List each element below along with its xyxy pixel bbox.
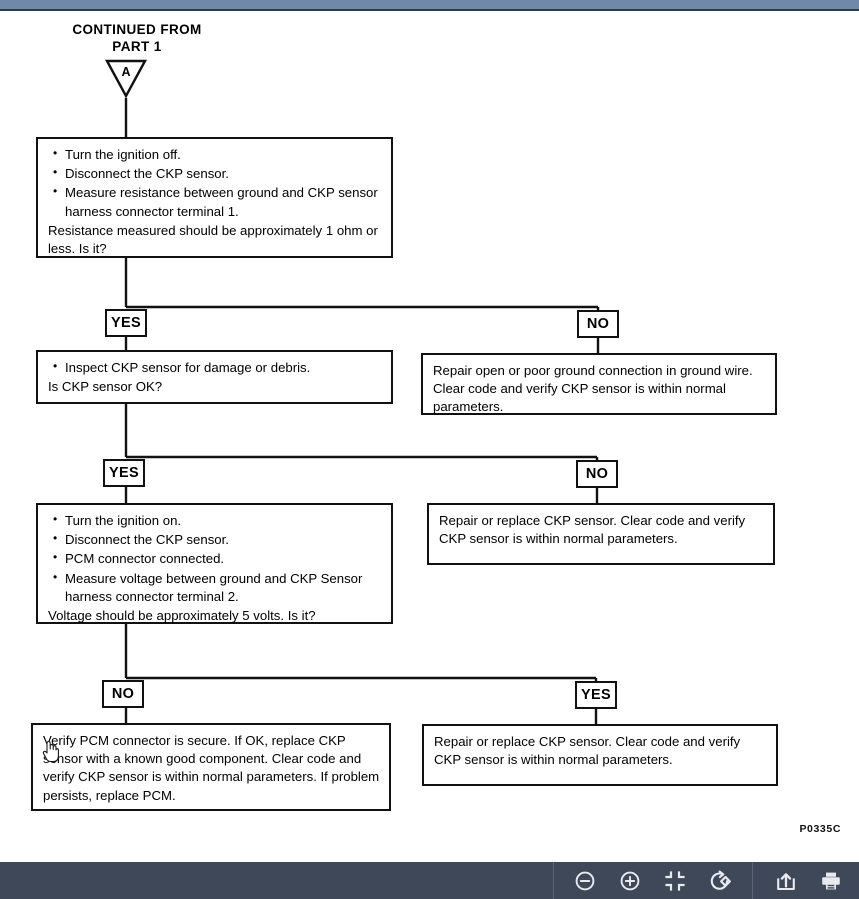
node-step1-no: Repair open or poor ground connection in… — [421, 353, 777, 415]
branch-label-no-3: NO — [102, 680, 144, 708]
list-item: PCM connector connected. — [53, 549, 382, 568]
node-step2-tail: Is CKP sensor OK? — [48, 379, 163, 395]
viewer-toolbar — [0, 862, 859, 899]
node-step3-no-text: Verify PCM connector is secure. If OK, r… — [43, 733, 380, 803]
zoom-in-button[interactable] — [607, 862, 652, 899]
branch-label-yes-3: YES — [575, 681, 617, 709]
toolbar-divider — [752, 862, 753, 899]
node-step2: Inspect CKP sensor for damage or debris.… — [36, 350, 393, 404]
triangle-connector-icon — [104, 59, 148, 99]
list-item: Disconnect the CKP sensor. — [53, 164, 382, 183]
branch-label-no-1: NO — [577, 310, 619, 338]
connector-a: A — [104, 58, 148, 99]
node-step1: Turn the ignition off. Disconnect the CK… — [36, 137, 393, 258]
branch-label-yes-1: YES — [105, 309, 147, 337]
branch-label-yes-2: YES — [103, 459, 145, 487]
node-step3-tail: Voltage should be approximately 5 volts.… — [48, 608, 316, 624]
fit-screen-button[interactable] — [652, 862, 697, 899]
node-step3-yes: Repair or replace CKP sensor. Clear code… — [422, 724, 778, 786]
toolbar-group-view — [562, 862, 742, 899]
node-step1-bullets: Turn the ignition off. Disconnect the CK… — [48, 145, 382, 221]
node-step1-tail: Resistance measured should be approximat… — [48, 222, 378, 257]
node-step2-no: Repair or replace CKP sensor. Clear code… — [427, 503, 775, 565]
top-accent-bar — [0, 0, 859, 11]
print-button[interactable] — [808, 862, 853, 899]
node-step3-yes-text: Repair or replace CKP sensor. Clear code… — [434, 734, 741, 768]
zoom-out-icon — [575, 871, 594, 890]
list-item: Turn the ignition on. — [53, 511, 382, 530]
toolbar-divider — [553, 862, 554, 899]
share-export-button[interactable] — [763, 862, 808, 899]
list-item: Measure resistance between ground and CK… — [53, 183, 382, 220]
list-item: Inspect CKP sensor for damage or debris. — [53, 358, 382, 377]
node-step3: Turn the ignition on. Disconnect the CKP… — [36, 503, 393, 624]
node-step3-bullets: Turn the ignition on. Disconnect the CKP… — [48, 511, 382, 606]
zoom-out-button[interactable] — [562, 862, 607, 899]
connector-letter: A — [121, 65, 131, 79]
share-export-icon — [776, 872, 795, 890]
node-step2-no-text: Repair or replace CKP sensor. Clear code… — [439, 513, 746, 547]
list-item: Measure voltage between ground and CKP S… — [53, 569, 382, 606]
rotate-icon — [710, 870, 731, 890]
rotate-button[interactable] — [697, 862, 742, 899]
zoom-in-icon — [620, 871, 639, 890]
list-item: Turn the ignition off. — [53, 145, 382, 164]
continued-line-2: PART 1 — [112, 38, 162, 54]
figure-code-label: P0335C — [799, 823, 841, 835]
print-icon — [821, 872, 840, 889]
branch-label-no-2: NO — [576, 460, 618, 488]
node-step2-bullets: Inspect CKP sensor for damage or debris. — [48, 358, 382, 377]
node-step1-no-text: Repair open or poor ground connection in… — [433, 363, 753, 415]
fit-screen-icon — [664, 870, 685, 891]
flowchart-canvas: CONTINUED FROM PART 1 A Turn the ignitio… — [0, 11, 859, 862]
list-item: Disconnect the CKP sensor. — [53, 530, 382, 549]
continued-line-1: CONTINUED FROM — [72, 22, 202, 37]
node-step3-no: Verify PCM connector is secure. If OK, r… — [31, 723, 391, 811]
continued-from-label: CONTINUED FROM PART 1 — [62, 22, 212, 56]
toolbar-group-output — [763, 862, 859, 899]
